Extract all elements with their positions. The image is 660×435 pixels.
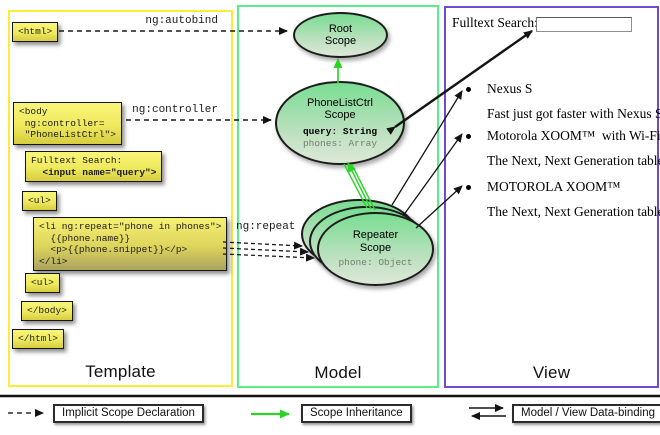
ng-controller-label: ng:controller: [132, 104, 218, 116]
template-panel-title: Template: [85, 362, 156, 381]
view-search-input[interactable]: [536, 17, 632, 32]
code-box-html-open: <html>: [12, 22, 59, 42]
view-item-name: Nexus S: [487, 81, 533, 96]
legend-implicit-scope-declaration: Implicit Scope Declaration: [53, 404, 204, 423]
repeater-scope-title: Repeater Scope: [352, 229, 399, 254]
view-item-desc: The Next, Next Generation tablet.: [487, 153, 660, 168]
ng-autobind-label: ng:autobind: [145, 15, 218, 27]
view-panel: View: [444, 6, 659, 388]
code-box-body-open: <body ng:controller= "PhoneListCtrl">: [13, 102, 122, 145]
view-item-desc: The Next, Next Generation tablet.: [487, 204, 660, 219]
view-panel-title: View: [532, 363, 571, 382]
template-panel: Template: [8, 10, 233, 387]
phonelistctrl-scope-ellipse: PhoneListCtrl Scope query: String phones…: [275, 81, 405, 165]
phones-prop: phones: Array: [302, 137, 378, 149]
code-box-ul-open: <ul>: [22, 191, 57, 211]
code-box-ul-open-2: <ul>: [25, 273, 60, 293]
legend-model-view-data-binding: Model / View Data-binding: [512, 404, 660, 423]
phonelistctrl-scope-title: PhoneListCtrl Scope: [306, 96, 374, 122]
bullet-icon: [466, 185, 471, 190]
view-item-name: MOTOROLA XOOM™: [487, 179, 621, 194]
view-item-name: Motorola XOOM™ with Wi-Fi: [487, 128, 660, 143]
phone-prop: phone: Object: [338, 257, 413, 268]
legend-scope-inheritance: Scope Inheritance: [301, 404, 412, 423]
code-fulltext-input: <input name="query">: [31, 166, 157, 178]
code-fulltext-label: Fulltext Search:: [31, 155, 123, 166]
model-panel: Model: [237, 5, 439, 388]
code-box-li-repeat: <li ng:repeat="phone in phones"> {{phone…: [33, 217, 228, 271]
code-box-body-close: </body>: [21, 301, 73, 321]
root-scope-title: Root Scope: [324, 22, 357, 48]
model-panel-title: Model: [314, 363, 362, 382]
bullet-icon: [466, 87, 471, 92]
root-scope-ellipse: Root Scope: [293, 12, 388, 58]
repeater-scope-front-ellipse: Repeater Scope phone: Object: [317, 212, 434, 286]
view-item-desc: Fast just got faster with Nexus S.: [487, 106, 660, 121]
code-box-html-close: </html>: [12, 329, 64, 349]
ng-repeat-label: ng:repeat: [236, 221, 296, 233]
code-box-fulltext: Fulltext Search: <input name="query">: [25, 151, 163, 182]
query-prop: query: String: [302, 125, 378, 137]
view-search-label: Fulltext Search:: [452, 15, 538, 30]
bullet-icon: [466, 134, 471, 139]
